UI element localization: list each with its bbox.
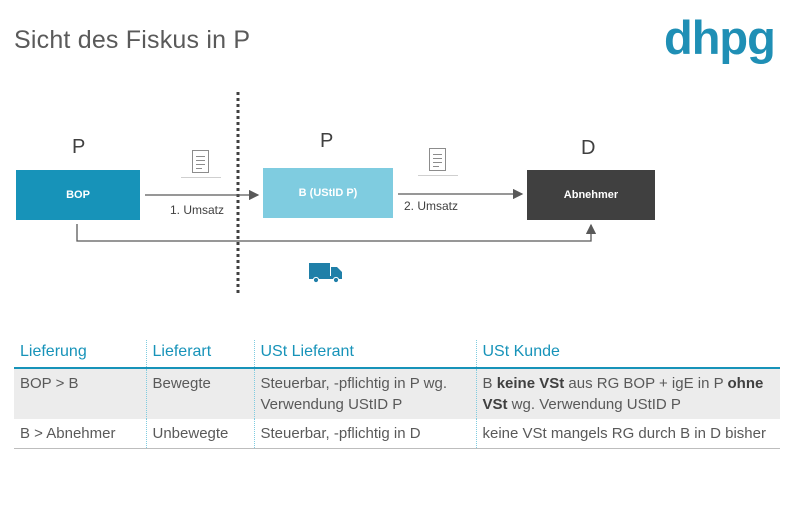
cell-lieferart: Bewegte [145,368,254,419]
table-row: BOP > B Bewegte Steuerbar, -pflichtig in… [14,368,780,419]
document-icon [429,148,446,171]
cell-ust-lieferant: Steuerbar, -pflichtig in D [253,419,476,449]
country-label-p-mid: P [320,130,334,152]
page-title: Sicht des Fiskus in P [14,26,251,54]
table-row: B > Abnehmer Unbewegte Steuerbar, -pflic… [14,419,780,449]
umsatz-1-label: 1. Umsatz [170,203,225,217]
kunde-text: aus RG BOP + igE in P [564,375,728,392]
document-baseline [418,175,458,176]
arrow-delivery [76,223,597,242]
box-abnehmer: Abnehmer [527,170,655,220]
country-label-p-left: P [72,136,86,158]
dhpg-logo: dhpg [664,11,776,64]
col-header-ust-kunde: USt Kunde [475,340,780,369]
col-header-lieferung: Lieferung [14,340,146,369]
diagram-connectors [76,92,597,294]
country-label-d: D [581,137,596,159]
umsatz-2-label: 2. Umsatz [404,199,459,213]
kunde-text: wg. Verwendung UStID P [507,396,681,413]
table-header-row: Lieferung Lieferart USt Lieferant USt Ku… [14,340,780,369]
box-b: B (UStID P) [263,168,393,218]
kunde-bold: ohne VSt [482,375,764,413]
cell-ust-kunde: B keine VSt aus RG BOP + igE in P ohne V… [475,368,780,419]
cell-ust-lieferant: Steuerbar, -pflichtig in P wg. Verwendun… [253,368,476,419]
cell-lieferung: BOP > B [14,368,146,419]
cell-ust-kunde: keine VSt mangels RG durch B in D bisher [475,419,780,449]
box-bop: BOP [16,170,140,220]
kunde-bold: keine VSt [496,375,565,392]
col-header-ust-lieferant: USt Lieferant [253,340,476,369]
document-icon [192,150,209,173]
truck-icon [309,263,342,284]
col-header-lieferart: Lieferart [145,340,254,369]
vat-table: Lieferung Lieferart USt Lieferant USt Ku… [14,340,780,449]
document-baseline [181,177,221,178]
cell-lieferart: Unbewegte [145,419,254,449]
cell-lieferung: B > Abnehmer [14,419,146,449]
kunde-text: B [482,375,497,392]
